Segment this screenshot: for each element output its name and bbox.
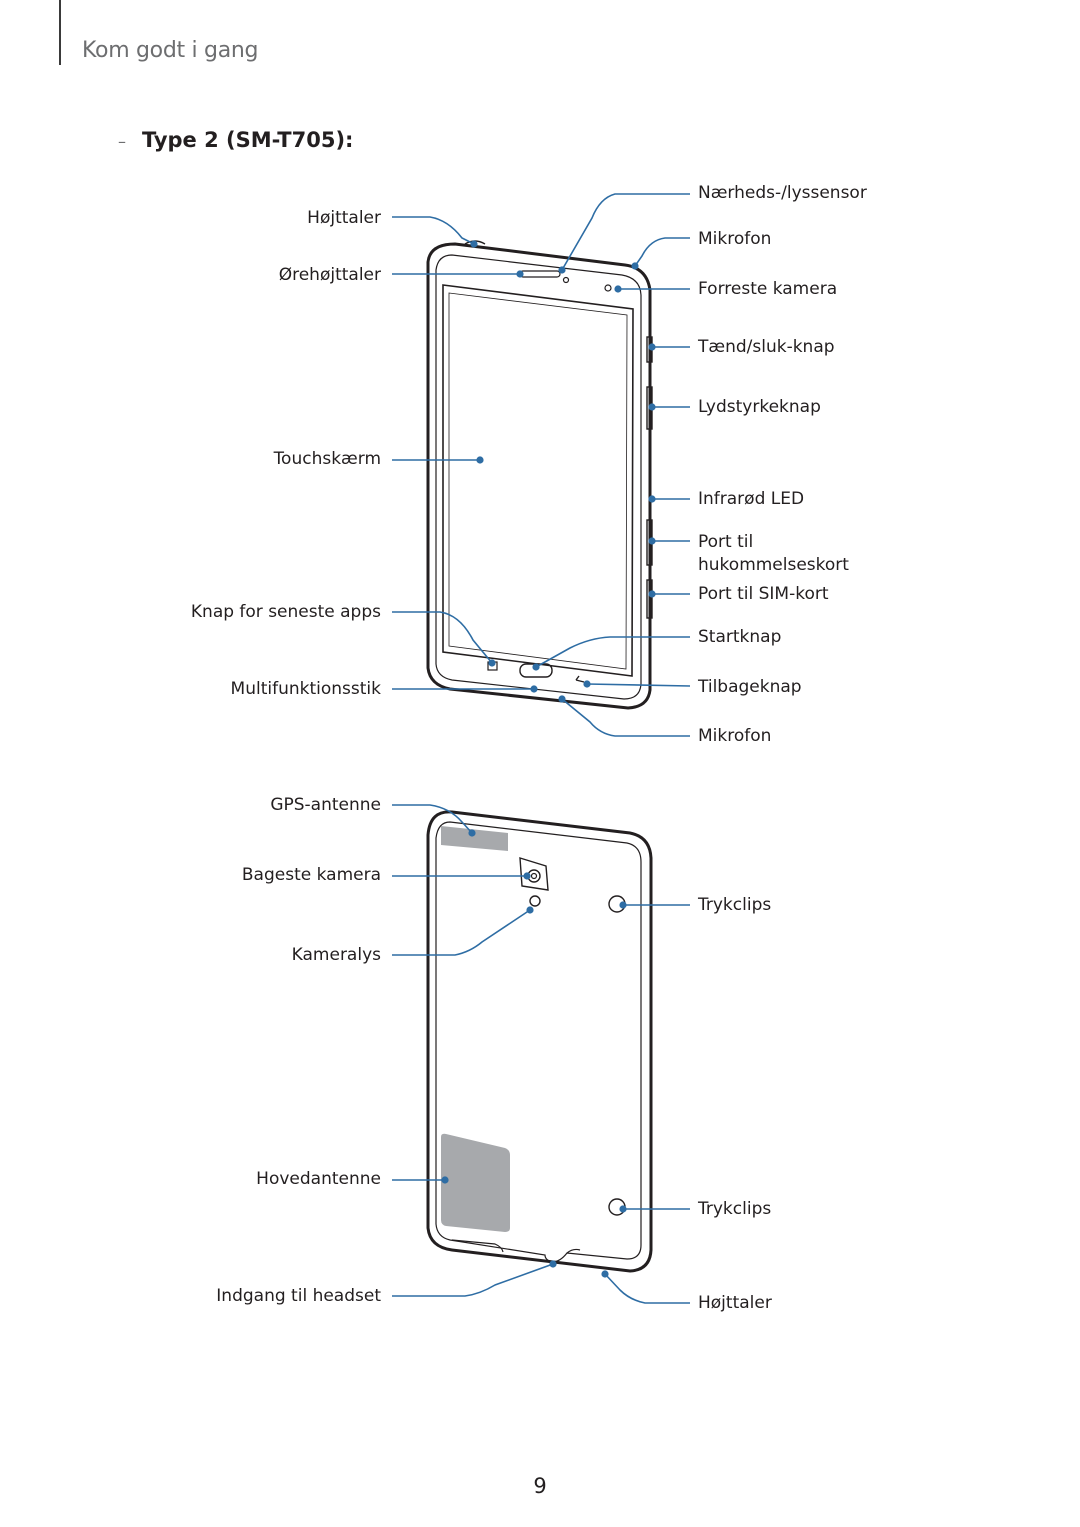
header-rule [59, 0, 61, 65]
leader-mikrofon-top [634, 237, 690, 267]
page-number: 9 [533, 1474, 547, 1498]
leader-gps [392, 804, 473, 834]
label-hojttaler-front: Højttaler [307, 208, 381, 228]
label-infrarod: Infrarød LED [698, 489, 805, 509]
label-gps-antenne: GPS-antenne [270, 795, 381, 815]
subheading-bullet: – [118, 132, 126, 151]
leader-kameralys [392, 909, 531, 956]
label-port-hukommelse: Port til hukommelseskort [698, 532, 849, 575]
label-lydstyrke: Lydstyrkeknap [698, 397, 821, 417]
leader-lines-back [392, 804, 690, 1304]
label-forreste-kamera: Forreste kamera [698, 279, 838, 299]
label-orehojttaler: Ørehøjttaler [278, 265, 381, 285]
label-multifunktionsstik: Multifunktionsstik [230, 679, 381, 699]
label-kameralys: Kameralys [291, 945, 381, 965]
label-taend-sluk: Tænd/sluk-knap [698, 337, 835, 357]
leader-dots-front [470, 240, 656, 703]
leader-headset [392, 1263, 554, 1297]
tablet-front [426, 240, 653, 710]
label-bageste-kamera: Bageste kamera [241, 865, 381, 885]
label-startknap: Startknap [698, 627, 782, 647]
label-tilbageknap: Tilbageknap [698, 677, 802, 697]
leader-hojttaler-front [392, 216, 475, 245]
label-port-sim: Port til SIM-kort [698, 584, 829, 604]
label-naerhedssensor: Nærheds-/lyssensor [698, 183, 867, 203]
label-seneste-apps: Knap for seneste apps [190, 602, 381, 622]
label-hojttaler-back: Højttaler [698, 1293, 772, 1313]
leader-seneste-apps [392, 611, 493, 664]
subheading-title: Type 2 (SM-T705): [142, 128, 354, 152]
section-title: Kom godt i gang [82, 38, 259, 63]
leader-dots-back [441, 829, 627, 1278]
label-hovedantenne: Hovedantenne [256, 1169, 381, 1189]
leader-lines-front [392, 193, 691, 737]
leader-naerhedssensor [561, 193, 690, 271]
leader-hojttaler-back [604, 1273, 690, 1304]
leader-mikrofon-bottom [561, 698, 690, 737]
main-antenna-area [441, 1133, 510, 1232]
gps-antenna-area [441, 826, 508, 851]
label-trykclips-1: Trykclips [698, 895, 772, 915]
label-mikrofon-top: Mikrofon [698, 229, 772, 249]
leader-startknap [535, 636, 690, 668]
label-mikrofon-bottom: Mikrofon [698, 726, 772, 746]
label-touchskaerm: Touchskærm [273, 449, 381, 469]
label-headset: Indgang til headset [216, 1286, 381, 1306]
leader-tilbageknap [586, 683, 691, 687]
label-trykclips-2: Trykclips [698, 1199, 772, 1219]
subheading: –Type 2 (SM-T705): [118, 128, 353, 152]
